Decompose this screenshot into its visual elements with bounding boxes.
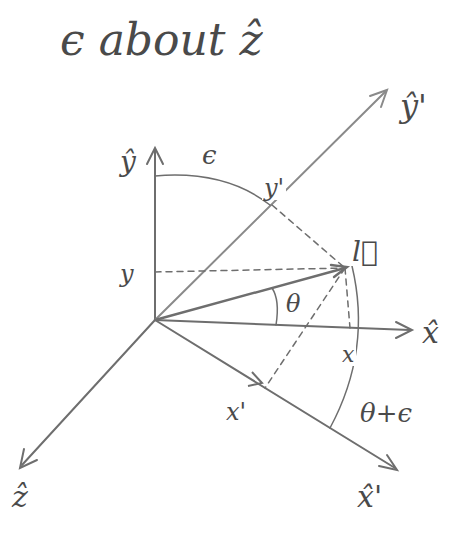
angle-label: ϵ (200, 142, 219, 168)
coordinate-label: x' (224, 400, 248, 424)
axis-label: ŷ' (398, 90, 429, 122)
axis-label: x̂ (420, 318, 441, 348)
axis-label: ẑ (10, 482, 30, 512)
coordinate-label: y' (262, 176, 286, 200)
axis-label: ŷ (118, 148, 138, 176)
angle-label: θ+ϵ (358, 400, 414, 426)
coordinate-label: x (340, 344, 356, 366)
axis-label: x̂' (355, 482, 384, 512)
angle-label: θ (284, 292, 302, 316)
coordinate-label: y (118, 262, 136, 286)
title: ϵ about ẑ (60, 18, 263, 62)
vector-label: l⃗ (350, 238, 380, 266)
